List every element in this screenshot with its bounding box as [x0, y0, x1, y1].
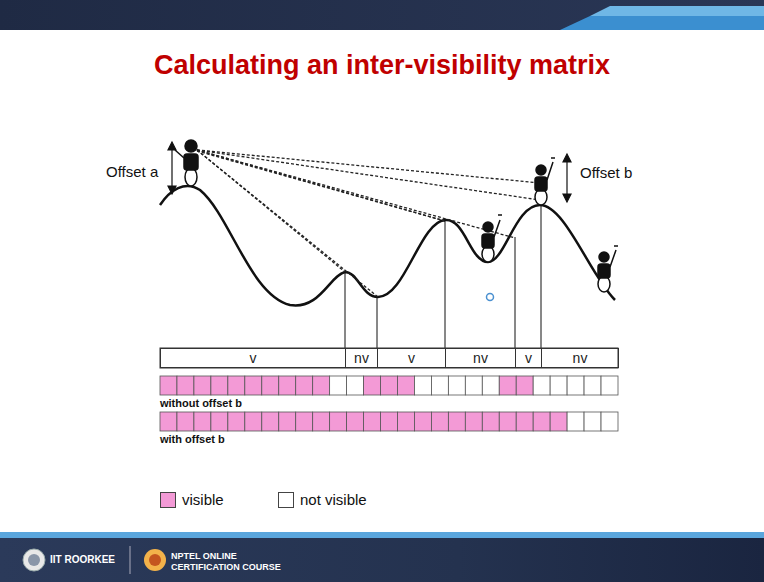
- matrix-cell: [414, 376, 431, 395]
- matrix-cell: [533, 412, 550, 431]
- visibility-segment: nv: [445, 348, 516, 368]
- matrix-cell: [245, 376, 262, 395]
- matrix-cell: [601, 412, 618, 431]
- legend-text: visible: [182, 491, 224, 508]
- matrix-cell: [499, 376, 516, 395]
- visibility-segment: v: [377, 348, 446, 368]
- divider-lines: [345, 205, 541, 348]
- matrix-cell: [194, 412, 211, 431]
- matrix-cell: [211, 412, 228, 431]
- visibility-segment: v: [160, 348, 346, 368]
- matrix-cell: [262, 412, 279, 431]
- matrix-cell: [431, 376, 448, 395]
- matrix-cell: [482, 376, 499, 395]
- matrix-cell: [279, 376, 296, 395]
- matrix-cell: [584, 376, 601, 395]
- matrix-cell: [397, 412, 414, 431]
- offset-arrow: [168, 142, 571, 202]
- matrix-cell: [160, 412, 177, 431]
- matrix-cell: [228, 412, 245, 431]
- footer-accent: [0, 532, 764, 538]
- matrix-cell: [601, 376, 618, 395]
- matrix-cell: [567, 376, 584, 395]
- matrix-cell: [296, 376, 313, 395]
- matrix-cell: [347, 376, 364, 395]
- matrix-cell: [482, 412, 499, 431]
- matrix-cell: [279, 412, 296, 431]
- visibility-segment: nv: [345, 348, 378, 368]
- segment-label: v: [408, 350, 415, 366]
- matrix-cell: [397, 376, 414, 395]
- footer-text: NPTEL ONLINE CERTIFICATION COURSE: [171, 551, 289, 573]
- iit-logo: [28, 554, 40, 566]
- matrix-cell: [364, 376, 381, 395]
- matrix-cell: [364, 412, 381, 431]
- visibility-segment: v: [515, 348, 542, 368]
- nptel-logo: [149, 554, 161, 566]
- matrix-cell: [465, 412, 482, 431]
- matrix-cell: [381, 376, 398, 395]
- matrix-cell: [347, 412, 364, 431]
- row-label: with offset b: [160, 433, 225, 445]
- slide-title: Calculating an inter-visibility matrix: [0, 50, 764, 81]
- matrix-cell: [211, 376, 228, 395]
- matrix-cell: [448, 412, 465, 431]
- footer-text: IIT ROORKEE: [50, 554, 115, 565]
- matrix-cell: [550, 412, 567, 431]
- matrix-cell: [516, 376, 533, 395]
- matrix-cell: [533, 376, 550, 395]
- matrix-cell: [330, 412, 347, 431]
- matrix-cell: [296, 412, 313, 431]
- matrix-cell: [194, 376, 211, 395]
- top-bar: [0, 0, 764, 30]
- band-outline: [160, 348, 618, 368]
- row-label: without offset b: [160, 397, 242, 409]
- observer-figure: [175, 140, 198, 186]
- matrix-cell: [431, 412, 448, 431]
- segment-label: v: [525, 350, 532, 366]
- matrix-cell: [228, 376, 245, 395]
- segment-label: nv: [573, 350, 588, 366]
- matrix-cell: [177, 412, 194, 431]
- footer-bar: [0, 538, 764, 582]
- top-accent: [590, 6, 764, 16]
- matrix-cell: [584, 412, 601, 431]
- cursor-dot: [487, 294, 494, 301]
- matrix-cell: [414, 412, 431, 431]
- iit-logo: [23, 549, 45, 571]
- matrix-cell: [499, 412, 516, 431]
- matrix-cell: [465, 376, 482, 395]
- segment-label: nv: [473, 350, 488, 366]
- matrix-cell: [177, 376, 194, 395]
- legend-swatch: [278, 492, 294, 508]
- matrix-cell: [381, 412, 398, 431]
- matrix-cell: [330, 376, 347, 395]
- sight-lines: [197, 150, 540, 297]
- footer-divider: [130, 546, 131, 574]
- matrix-cell: [313, 412, 330, 431]
- legend-text: not visible: [300, 491, 367, 508]
- nptel-logo: [144, 549, 166, 571]
- matrix-cell: [245, 412, 262, 431]
- matrix-cell: [550, 376, 567, 395]
- matrix-cell: [160, 376, 177, 395]
- matrix-cells: [160, 376, 618, 431]
- matrix-cell: [313, 376, 330, 395]
- segment-label: nv: [354, 350, 369, 366]
- matrix-cell: [516, 412, 533, 431]
- matrix-cell: [448, 376, 465, 395]
- offset-label: Offset b: [580, 164, 632, 181]
- top-accent: [560, 16, 764, 30]
- segment-label: v: [250, 350, 257, 366]
- target-figure: [482, 215, 502, 262]
- matrix-cell: [567, 412, 584, 431]
- matrix-cell: [262, 376, 279, 395]
- offset-label: Offset a: [106, 163, 158, 180]
- legend-swatch: [160, 492, 176, 508]
- target-figure: [535, 158, 555, 205]
- visibility-segment: nv: [541, 348, 619, 368]
- target-figure: [598, 246, 618, 292]
